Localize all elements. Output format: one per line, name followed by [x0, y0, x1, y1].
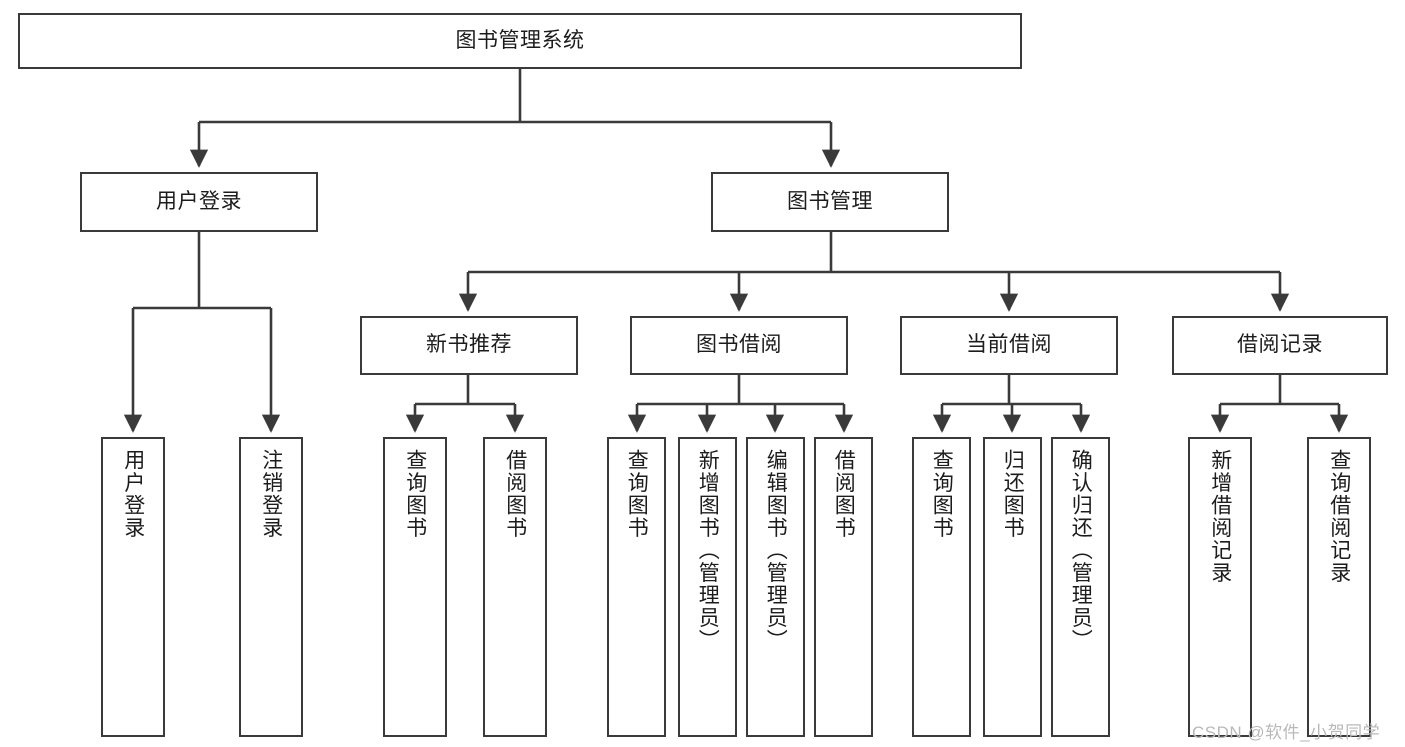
node-leaf-query-book-3[interactable]: 查询图书: [912, 437, 971, 737]
node-leaf-user-login-label: 用户登录: [121, 449, 145, 539]
node-leaf-add-book[interactable]: 新增图书（管理员）: [678, 437, 737, 737]
node-new-book-rec-label: 新书推荐: [426, 333, 512, 357]
node-leaf-query-book-3-label: 查询图书: [930, 449, 954, 539]
node-current-borrow-label: 当前借阅: [966, 333, 1052, 357]
node-leaf-borrow-book-1-label: 借阅图书: [503, 449, 527, 539]
node-leaf-user-login[interactable]: 用户登录: [101, 437, 165, 737]
node-leaf-add-record[interactable]: 新增借阅记录: [1188, 437, 1252, 737]
node-leaf-add-record-label: 新增借阅记录: [1208, 449, 1232, 584]
node-leaf-edit-book-label: 编辑图书（管理员）: [764, 449, 788, 652]
node-book-manage[interactable]: 图书管理: [711, 172, 949, 232]
csdn-watermark: CSDN @软件_小贺同学: [1192, 723, 1381, 742]
node-borrow-record-label: 借阅记录: [1237, 333, 1323, 357]
node-user-login-label: 用户登录: [156, 189, 242, 213]
node-leaf-query-book-2[interactable]: 查询图书: [607, 437, 666, 737]
node-leaf-borrow-book-2[interactable]: 借阅图书: [814, 437, 873, 737]
node-leaf-return-book[interactable]: 归还图书: [983, 437, 1042, 737]
node-user-login[interactable]: 用户登录: [80, 172, 318, 232]
node-leaf-add-book-label: 新增图书（管理员）: [696, 449, 720, 652]
node-leaf-query-book-1-label: 查询图书: [403, 449, 427, 539]
node-leaf-borrow-book-1[interactable]: 借阅图书: [483, 437, 547, 737]
node-leaf-edit-book[interactable]: 编辑图书（管理员）: [746, 437, 805, 737]
node-current-borrow[interactable]: 当前借阅: [900, 316, 1118, 375]
node-leaf-query-book-1[interactable]: 查询图书: [383, 437, 447, 737]
node-leaf-query-book-2-label: 查询图书: [625, 449, 649, 539]
node-root[interactable]: 图书管理系统: [18, 13, 1022, 69]
node-leaf-confirm-return-label: 确认归还（管理员）: [1069, 449, 1093, 652]
node-book-manage-label: 图书管理: [787, 189, 873, 213]
node-root-label: 图书管理系统: [455, 28, 585, 52]
node-book-borrow-label: 图书借阅: [696, 333, 782, 357]
node-leaf-logout-label: 注销登录: [259, 449, 283, 539]
node-book-borrow[interactable]: 图书借阅: [630, 316, 848, 375]
node-new-book-rec[interactable]: 新书推荐: [360, 316, 578, 375]
node-leaf-borrow-book-2-label: 借阅图书: [832, 449, 856, 539]
node-leaf-query-record-label: 查询借阅记录: [1327, 449, 1351, 584]
node-leaf-return-book-label: 归还图书: [1001, 449, 1025, 539]
node-borrow-record[interactable]: 借阅记录: [1172, 316, 1388, 375]
node-leaf-logout[interactable]: 注销登录: [239, 437, 303, 737]
node-leaf-confirm-return[interactable]: 确认归还（管理员）: [1051, 437, 1110, 737]
node-leaf-query-record[interactable]: 查询借阅记录: [1307, 437, 1371, 737]
